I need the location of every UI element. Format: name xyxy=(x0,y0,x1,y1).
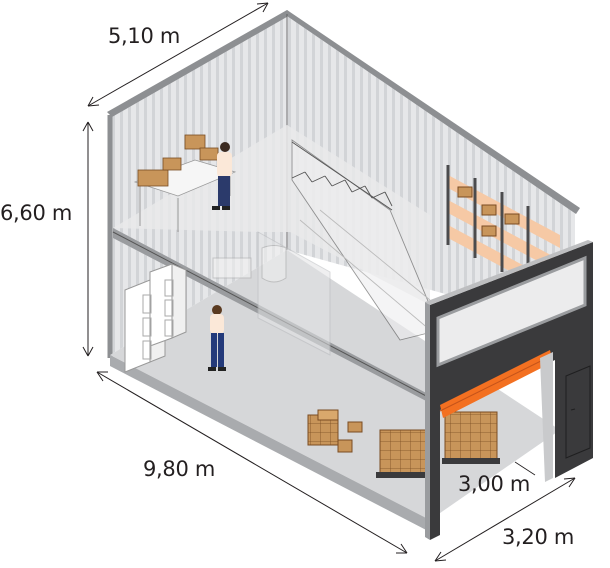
worker-lower-icon xyxy=(208,305,226,371)
front-panel xyxy=(425,240,593,540)
personnel-door xyxy=(565,365,591,459)
dimension-width-label: 5,10 m xyxy=(108,24,181,48)
pallet-of-boxes xyxy=(376,411,500,478)
staircase xyxy=(291,139,441,341)
dimension-length-label: 9,80 m xyxy=(143,457,216,481)
dimension-height-label: 6,60 m xyxy=(0,201,73,225)
box-pile xyxy=(307,409,363,453)
dimension-front-depth-label: 3,20 m xyxy=(502,525,575,549)
filing-cabinets xyxy=(124,263,187,373)
box-icon xyxy=(137,169,169,187)
office-desk xyxy=(133,134,237,232)
dimension-lines xyxy=(82,2,576,562)
bathroom-partition xyxy=(212,231,331,356)
dimension-door-width-label: 3,00 m xyxy=(458,472,531,496)
roller-door xyxy=(440,350,553,418)
mezzanine-window xyxy=(436,255,587,368)
toilet-icon xyxy=(261,245,287,283)
sink-icon xyxy=(212,257,252,279)
worker-upper-icon xyxy=(212,142,232,210)
